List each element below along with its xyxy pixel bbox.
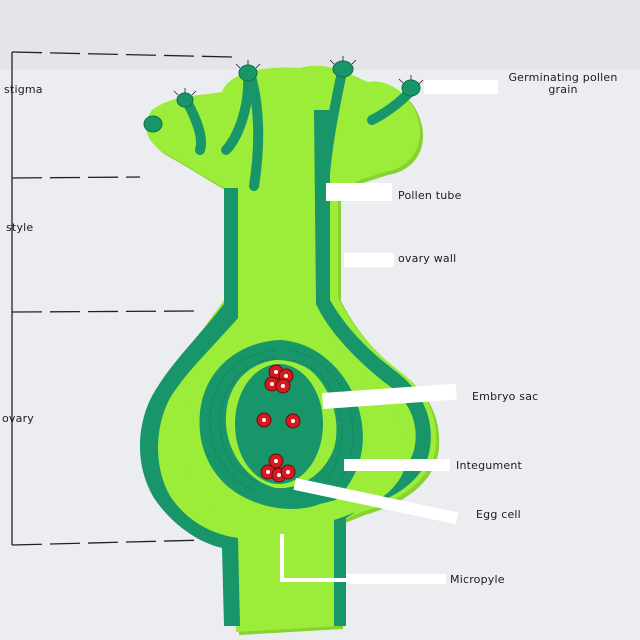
- pollen-tube-2: [247, 75, 264, 191]
- label-micropyle: Micropyle: [450, 573, 505, 586]
- label-style: style: [6, 221, 34, 234]
- embryo-sac: [235, 364, 323, 484]
- label-stigma: stigma: [4, 83, 43, 96]
- pollen-grain-2: [332, 60, 354, 78]
- integument-hatch: [209, 349, 354, 495]
- label-pollen-tube: Pollen tube: [398, 189, 462, 202]
- ovary-wall-band-right: [314, 110, 431, 626]
- paper-shadow-top: [0, 0, 640, 70]
- label-integument: Integument: [456, 459, 523, 472]
- pollen-spikes: [173, 56, 424, 96]
- pollen-grain-5: [143, 115, 163, 133]
- pollen-tube-3: [319, 67, 347, 193]
- ovary-wall-strip: [344, 253, 394, 267]
- egg-cell-strip: [293, 478, 459, 525]
- micropyle-strip: [346, 574, 446, 584]
- label-ovary-wall: ovary wall: [398, 252, 457, 265]
- ovary-wall-band: [139, 188, 240, 626]
- pollen-grain-strip: [424, 80, 498, 94]
- micropyle-pointer: [280, 534, 346, 582]
- left-bracket: [11, 51, 233, 546]
- integument-strip: [344, 459, 450, 471]
- label-germinating-pollen-grain: Germinating pollen grain: [508, 71, 618, 96]
- label-ovary: ovary: [2, 412, 35, 425]
- label-embryo-sac: Embryo sac: [472, 390, 539, 403]
- embryo-sac-strip: [322, 383, 457, 409]
- label-egg-cell: Egg cell: [476, 508, 521, 521]
- pollen-grain-4: [176, 92, 194, 108]
- cell-nuclei: [262, 370, 295, 477]
- pollen-grain-3: [401, 79, 421, 97]
- label-strips: [293, 80, 498, 584]
- pollen-tube-strip: [326, 183, 392, 201]
- pollen-grain-1: [238, 64, 258, 82]
